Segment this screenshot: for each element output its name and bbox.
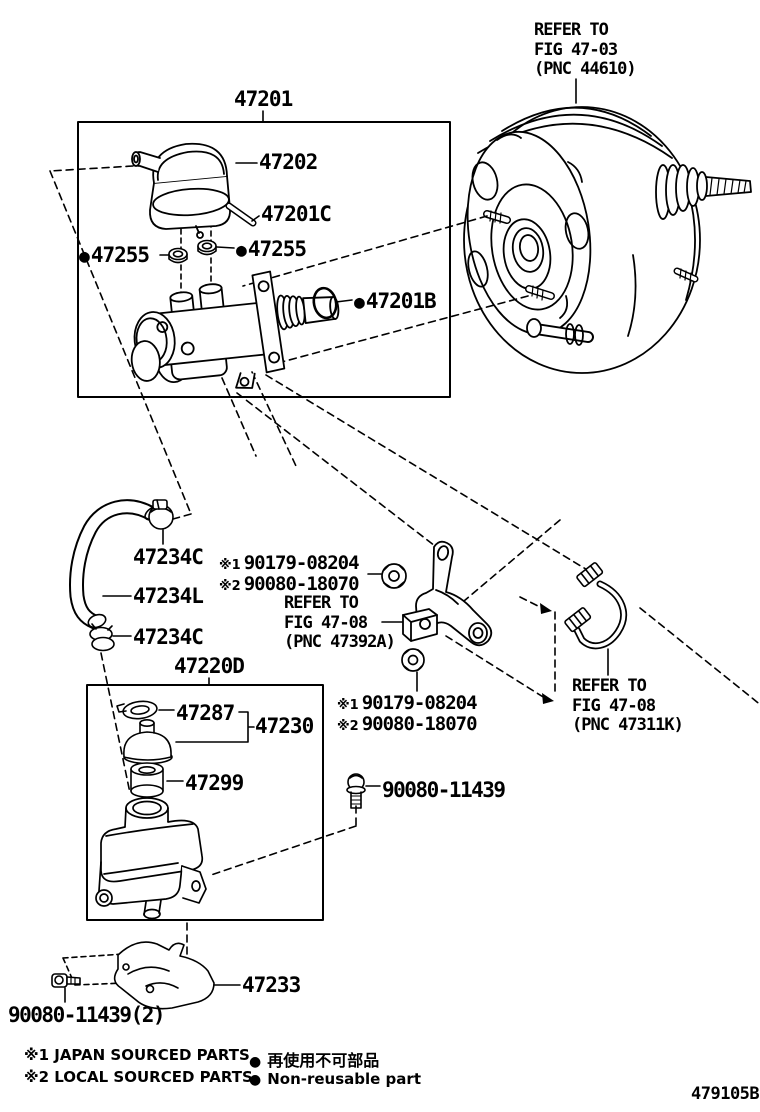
part-number: 90179-08204 <box>361 692 478 714</box>
part-number: 47234C <box>133 545 204 569</box>
refer-line: (PNC 47392A) <box>284 632 396 652</box>
refer-line: FIG 47-03 <box>534 39 618 60</box>
fastener-row: ※1 90179-08204 <box>337 692 478 714</box>
figure-code: 479105B <box>691 1084 760 1104</box>
source-mark: ※1 <box>219 558 241 573</box>
part-number: 90080-18070 <box>361 713 478 735</box>
part-label-47233: 47233 <box>242 973 301 997</box>
part-number: 90179-08204 <box>243 552 360 574</box>
legend-text: 再使用不可部品 <box>267 1051 380 1070</box>
assembly-box-47201 <box>77 121 451 398</box>
legend-text: Non-reusable part <box>267 1070 421 1088</box>
part-label-47234C-bottom: 47234C <box>133 625 204 649</box>
non-reusable-bullet-icon: ● <box>236 240 247 261</box>
figure-code-text: 479105B <box>691 1084 760 1104</box>
refer-note-fig-47-08-tube: REFER TO FIG 47-08 (PNC 47311K) <box>572 676 684 736</box>
legend-non-reusable-en: ● Non-reusable part <box>249 1070 421 1088</box>
part-number: 90080-11439 <box>382 778 506 802</box>
part-number: 47201B <box>365 289 437 313</box>
part-number: 47230 <box>255 714 314 738</box>
legend-text: ※1 JAPAN SOURCED PARTS <box>24 1046 250 1064</box>
part-number: 47299 <box>185 771 244 795</box>
grommet-drawings <box>168 239 217 264</box>
refer-line: FIG 47-08 <box>572 695 656 716</box>
part-label-47287: 47287 <box>176 701 235 725</box>
refer-line: REFER TO <box>534 20 609 40</box>
pin-47201C-drawing <box>225 202 257 227</box>
fastener-row: ※2 90080-18070 <box>337 713 478 735</box>
bracket-47233-drawing <box>51 941 215 1010</box>
dashed-arrowheads <box>540 603 554 704</box>
part-label-47234C-top: 47234C <box>133 545 204 569</box>
float-47230-drawing <box>123 718 173 765</box>
part-number: 47287 <box>176 701 235 725</box>
brake-booster-drawing <box>463 106 752 374</box>
nut-drawings <box>381 563 425 672</box>
source-mark: ※2 <box>219 579 241 594</box>
part-number: 47202 <box>259 150 318 174</box>
fastener-row: ※1 90179-08204 <box>219 552 360 574</box>
non-reusable-bullet-icon: ● <box>354 292 365 313</box>
source-mark: ※2 <box>337 719 359 734</box>
part-label-47220D: 47220D <box>174 654 245 678</box>
refer-line: (PNC 44610) <box>534 59 637 79</box>
part-label-47255-left: ●47255 <box>79 243 150 269</box>
part-number: 90080-18070 <box>243 573 360 595</box>
part-label-90080-11439: 90080-11439 <box>382 778 506 802</box>
refer-line: FIG 47-08 <box>284 612 368 633</box>
part-number: 90080-11439(2) <box>8 1003 166 1027</box>
bolt-90080-11439-drawing <box>346 773 366 809</box>
master-cylinder-drawing <box>130 270 340 389</box>
part-label-47299: 47299 <box>185 771 244 795</box>
bracket-drawing <box>402 540 493 647</box>
refer-line: REFER TO <box>284 593 359 613</box>
assembly-box-47220D <box>86 684 324 921</box>
brake-tube-drawing <box>564 562 628 650</box>
part-number: 47201 <box>234 87 293 111</box>
part-number: 47233 <box>242 973 301 997</box>
o-ring-drawing <box>312 286 338 320</box>
refer-line: REFER TO <box>572 676 647 696</box>
legend-non-reusable-jp: ● 再使用不可部品 <box>249 1047 379 1071</box>
fastener-set-lower: ※1 90179-08204 ※2 90080-18070 <box>337 692 478 735</box>
cap-seal-47287-drawing <box>116 700 158 720</box>
legend-local-sourced: ※2 LOCAL SOURCED PARTS <box>24 1068 253 1086</box>
fastener-row: ※2 90080-18070 <box>219 573 360 595</box>
reservoir-tank-drawing <box>95 797 207 920</box>
part-label-47234L: 47234L <box>133 584 204 608</box>
filter-47299-drawing <box>130 762 164 798</box>
non-reusable-bullet-icon: ● <box>79 246 90 267</box>
leader-lines <box>64 78 609 1003</box>
source-mark: ※1 <box>337 698 359 713</box>
legend-japan-sourced: ※1 JAPAN SOURCED PARTS <box>24 1046 250 1064</box>
part-number: 47255 <box>90 243 150 267</box>
non-reusable-bullet-icon: ● <box>249 1054 262 1070</box>
part-label-47201: 47201 <box>234 87 293 111</box>
part-label-47201C: 47201C <box>261 202 332 226</box>
fastener-set-upper: ※1 90179-08204 ※2 90080-18070 <box>219 552 360 595</box>
hose-drawing <box>69 499 174 652</box>
part-label-47255-right: ●47255 <box>236 237 307 263</box>
reservoir-cap-drawing <box>131 142 231 239</box>
part-number: 47220D <box>174 654 245 678</box>
part-number: 47234L <box>133 584 204 608</box>
refer-note-fig-47-08-bracket: REFER TO FIG 47-08 (PNC 47392A) <box>284 593 396 653</box>
part-label-90080-11439-qty2: 90080-11439(2) <box>8 1003 166 1027</box>
refer-note-fig-47-03: REFER TO FIG 47-03 (PNC 44610) <box>534 20 637 80</box>
non-reusable-bullet-icon: ● <box>249 1072 262 1088</box>
part-label-47202: 47202 <box>259 150 318 174</box>
part-number: 47255 <box>247 237 307 261</box>
part-number: 47234C <box>133 625 204 649</box>
refer-line: (PNC 47311K) <box>572 715 684 735</box>
legend-text: ※2 LOCAL SOURCED PARTS <box>24 1068 253 1086</box>
part-label-47201B: ●47201B <box>354 289 437 315</box>
part-number: 47201C <box>261 202 332 226</box>
part-label-47230: 47230 <box>255 714 314 738</box>
